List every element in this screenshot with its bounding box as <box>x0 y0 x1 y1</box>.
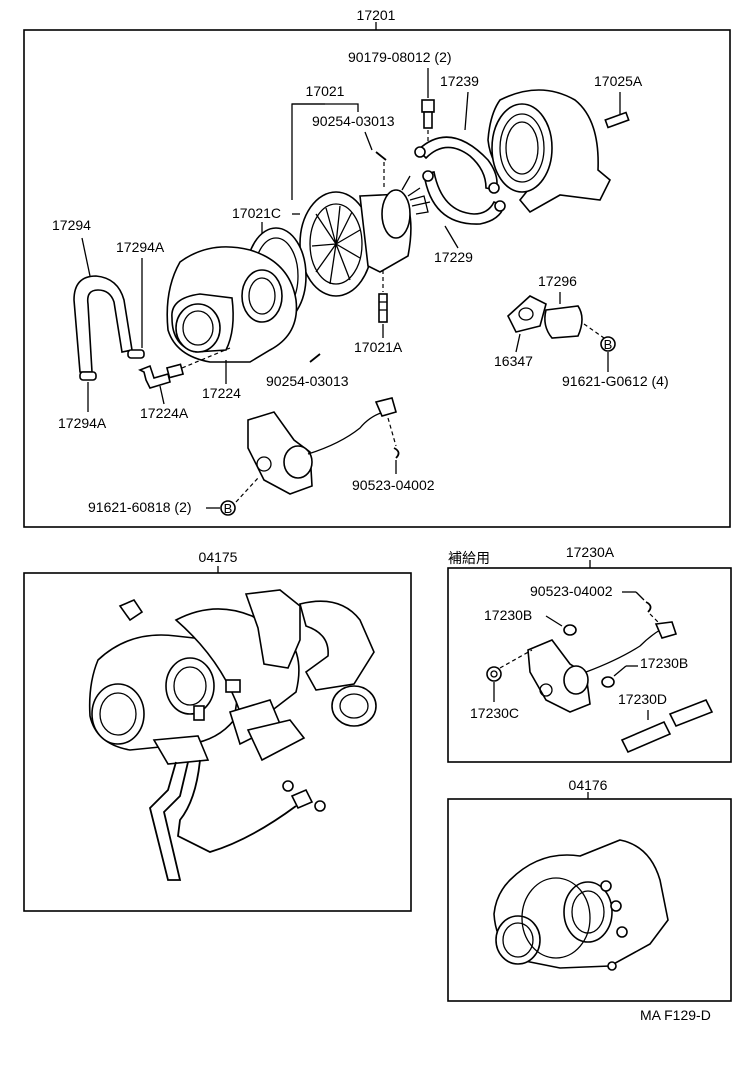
label-16347: 16347 <box>494 353 533 369</box>
label-17224a: 17224A <box>140 405 189 421</box>
pipe-part <box>138 363 185 389</box>
compressor-housing-part <box>166 246 298 363</box>
label-p3-washer-b: 17230B <box>640 655 688 671</box>
nut-b-4: B <box>600 336 616 352</box>
clip-actuator-part <box>393 447 400 459</box>
gasket-part <box>507 295 547 333</box>
p3-hose-part <box>620 698 714 754</box>
hose-part <box>73 275 133 373</box>
nut-b-2: B <box>220 500 236 516</box>
bolt-17025a <box>604 111 630 129</box>
cartridge-part <box>299 175 431 297</box>
label-p3-hose: 17230D <box>618 691 667 707</box>
label-p3-clip: 90523-04002 <box>530 583 613 599</box>
hose-clip-top-part <box>127 349 145 359</box>
svg-text:B: B <box>604 337 613 352</box>
label-clip-actuator: 90523-04002 <box>352 477 435 493</box>
actuator-part <box>247 397 397 495</box>
panel-main-frame <box>23 29 731 528</box>
turbo-assembly-04175 <box>88 589 377 881</box>
stud-part <box>378 293 388 323</box>
p3-nut-part <box>486 666 502 682</box>
label-17025a: 17025A <box>594 73 643 89</box>
p3-washer-a-part <box>563 624 577 636</box>
svg-text:B: B <box>224 501 233 516</box>
label-supply-note: 補給用 <box>448 550 490 566</box>
label-17239: 17239 <box>440 73 479 89</box>
label-pin-bottom: 90254-03013 <box>266 373 349 389</box>
label-17294a-top: 17294A <box>116 239 165 255</box>
gasket-plate-part <box>544 305 583 339</box>
label-p3-nut: 17230C <box>470 705 519 721</box>
panel-04176-frame <box>447 798 732 1002</box>
label-bolt: 90179-08012 (2) <box>348 49 452 65</box>
label-17021: 17021 <box>306 83 345 99</box>
label-nut-4: 91621-G0612 (4) <box>562 373 669 389</box>
bolt-part <box>421 99 435 129</box>
p3-actuator-part <box>527 621 678 713</box>
label-nut-2: 91621-60818 (2) <box>88 499 192 515</box>
turbine-housing-part <box>487 89 611 214</box>
label-17224: 17224 <box>202 385 241 401</box>
turbo-assembly-04176 <box>493 839 669 971</box>
label-04175: 04175 <box>199 549 238 565</box>
label-pin-top: 90254-03013 <box>312 113 395 129</box>
label-17229: 17229 <box>434 249 473 265</box>
p3-washer-b-part <box>601 676 615 688</box>
label-17296: 17296 <box>538 273 577 289</box>
clamp-part <box>414 136 500 194</box>
label-17294a-bottom: 17294A <box>58 415 107 431</box>
clamp-ring-part <box>422 170 506 225</box>
label-17021a: 17021A <box>354 339 403 355</box>
pin-top-part <box>375 151 387 161</box>
pin-bottom-part <box>309 353 321 363</box>
p3-clip-part <box>645 601 652 613</box>
label-17201: 17201 <box>357 7 396 23</box>
label-p3-washer-a: 17230B <box>484 607 532 623</box>
label-17294: 17294 <box>52 217 91 233</box>
label-17021c: 17021C <box>232 205 281 221</box>
label-04176: 04176 <box>569 777 608 793</box>
hose-clip-bottom-part <box>79 371 97 381</box>
label-17230a: 17230A <box>566 544 615 560</box>
figure-code: MA F129-D <box>640 1007 711 1023</box>
